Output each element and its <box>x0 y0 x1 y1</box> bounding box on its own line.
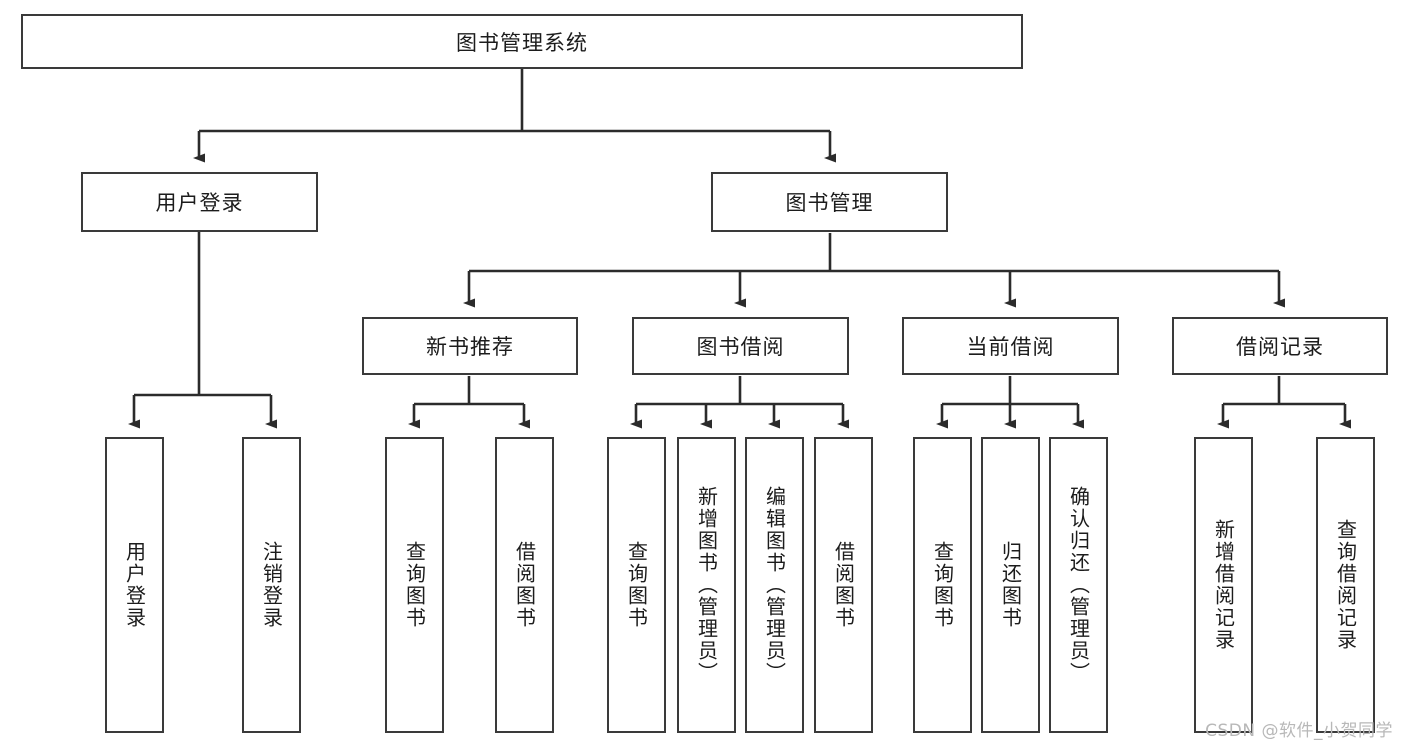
leaf-current-return-book[interactable]: 归还图书 <box>981 437 1040 733</box>
leaf-recommend-query-book[interactable]: 查询图书 <box>385 437 444 733</box>
node-label: 查询图书 <box>624 541 649 629</box>
node-label: 用户登录 <box>122 541 147 629</box>
leaf-current-confirm-return-admin[interactable]: 确认归还（管理员） <box>1049 437 1108 733</box>
node-label: 新书推荐 <box>426 335 514 359</box>
node-label: 归还图书 <box>998 541 1023 629</box>
leaf-borrow-edit-book-admin[interactable]: 编辑图书（管理员） <box>745 437 804 733</box>
node-label: 用户登录 <box>155 191 244 215</box>
leaf-recommend-borrow-book[interactable]: 借阅图书 <box>495 437 554 733</box>
node-label: 新增借阅记录 <box>1211 519 1236 651</box>
node-user-login[interactable]: 用户登录 <box>81 172 318 232</box>
leaf-record-query-borrow-record[interactable]: 查询借阅记录 <box>1316 437 1375 733</box>
node-borrow-record[interactable]: 借阅记录 <box>1172 317 1388 375</box>
node-label: 借阅记录 <box>1236 335 1324 359</box>
node-book-management[interactable]: 图书管理 <box>711 172 948 232</box>
node-label: 确认归还（管理员） <box>1066 486 1091 684</box>
leaf-user-logout[interactable]: 注销登录 <box>242 437 301 733</box>
leaf-user-login[interactable]: 用户登录 <box>105 437 164 733</box>
node-label: 借阅图书 <box>512 541 537 629</box>
node-current-borrow[interactable]: 当前借阅 <box>902 317 1119 375</box>
node-label: 查询借阅记录 <box>1333 519 1358 651</box>
node-label: 当前借阅 <box>966 335 1055 359</box>
leaf-borrow-add-book-admin[interactable]: 新增图书（管理员） <box>677 437 736 733</box>
node-new-book-recommend[interactable]: 新书推荐 <box>362 317 578 375</box>
node-label: 注销登录 <box>259 541 284 629</box>
node-label: 新增图书（管理员） <box>694 486 719 684</box>
node-label: 查询图书 <box>930 541 955 629</box>
csdn-watermark: CSDN @软件_小贺同学 <box>1205 721 1393 741</box>
leaf-borrow-query-book[interactable]: 查询图书 <box>607 437 666 733</box>
node-root-book-management-system[interactable]: 图书管理系统 <box>21 14 1023 69</box>
leaf-record-add-borrow-record[interactable]: 新增借阅记录 <box>1194 437 1253 733</box>
node-label: 图书借阅 <box>696 335 785 359</box>
leaf-borrow-borrow-book[interactable]: 借阅图书 <box>814 437 873 733</box>
leaf-current-query-book[interactable]: 查询图书 <box>913 437 972 733</box>
node-label: 图书管理系统 <box>456 30 588 55</box>
node-label: 编辑图书（管理员） <box>762 486 787 684</box>
node-label: 图书管理 <box>785 191 874 215</box>
node-label: 借阅图书 <box>831 541 856 629</box>
node-book-borrow[interactable]: 图书借阅 <box>632 317 849 375</box>
node-label: 查询图书 <box>402 541 427 629</box>
